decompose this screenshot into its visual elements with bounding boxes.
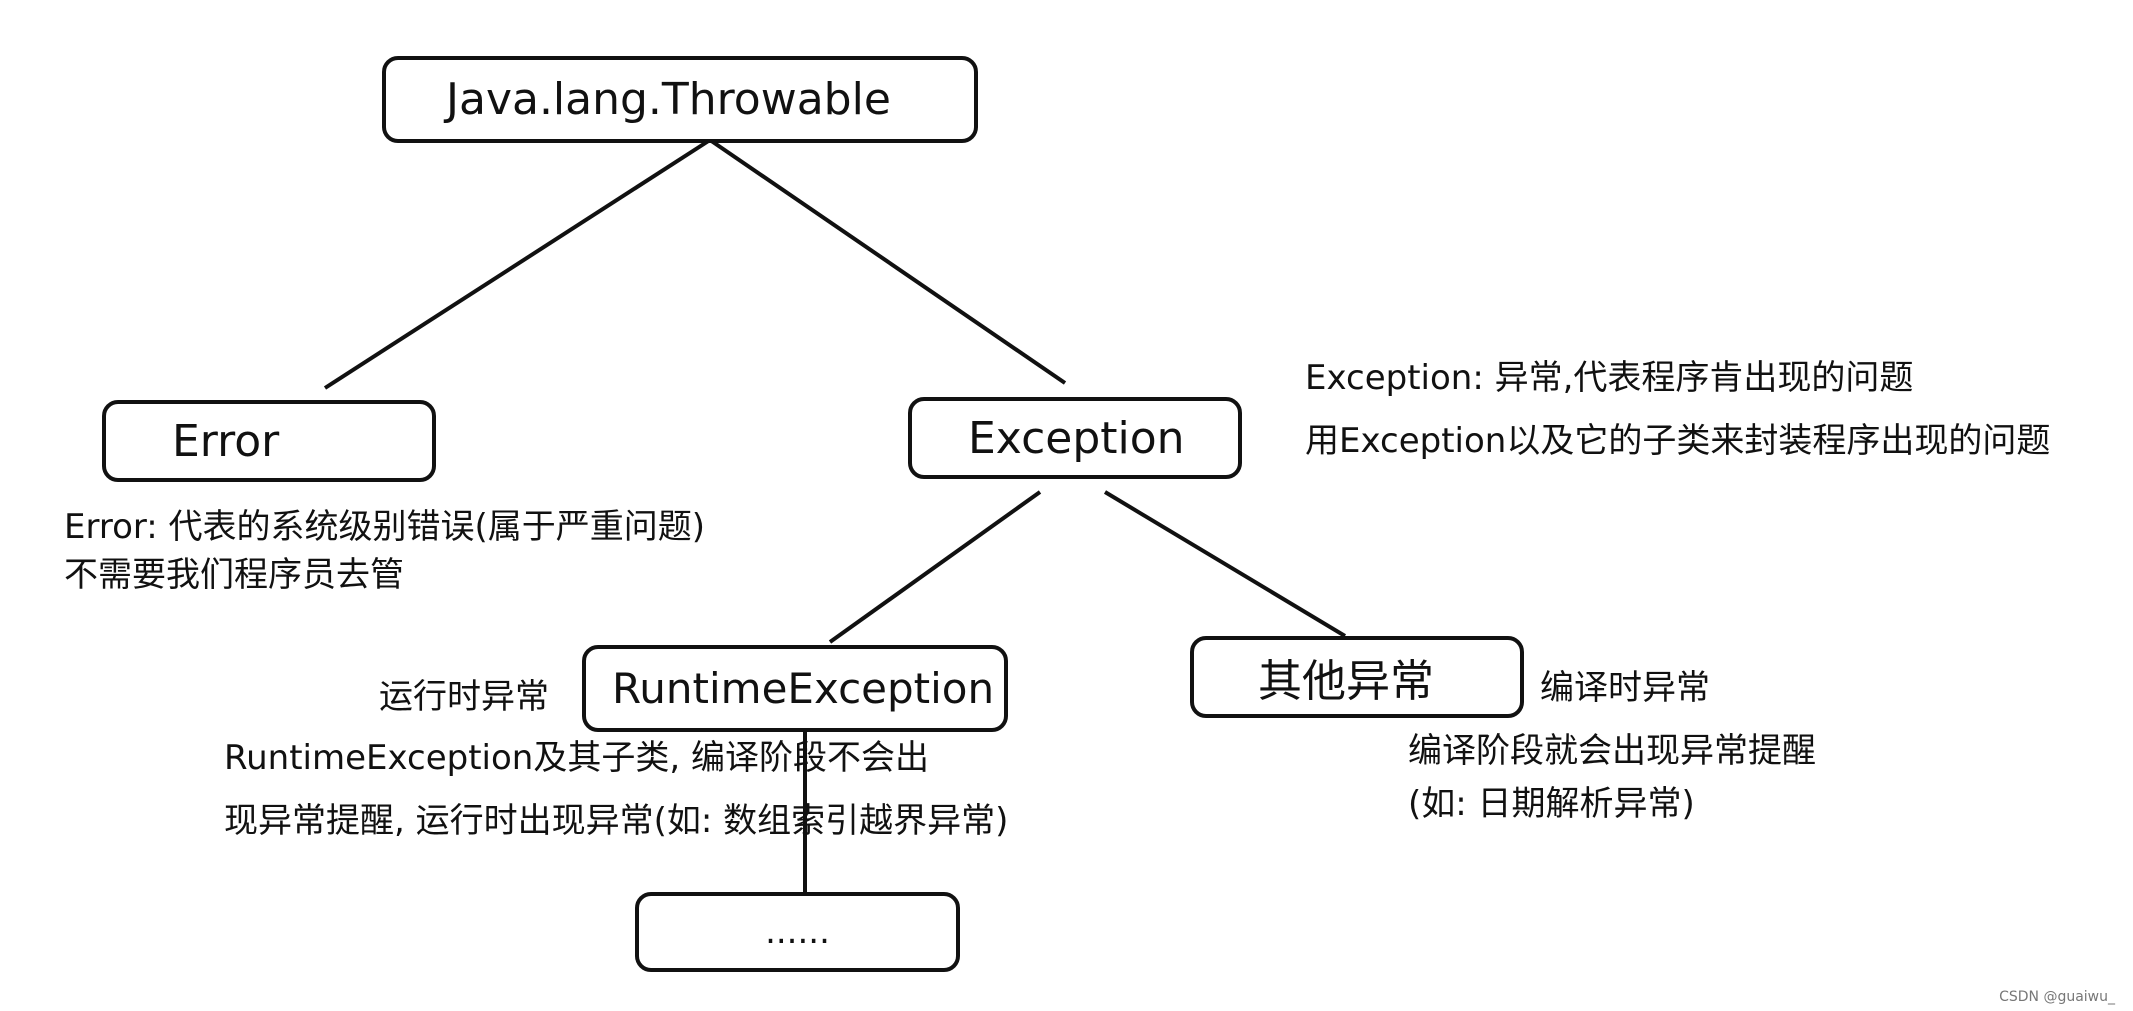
edge-throwable-exception [708,138,1067,385]
compile-note-line2: (如: 日期解析异常) [1408,784,1695,824]
error-label: Error [172,415,280,467]
error-node: Error [102,400,436,482]
compile-label-note: 编译时异常 [1540,668,1710,708]
exception-note-line1: Exception: 异常,代表程序肯出现的问题 [1305,358,1914,398]
runtime-note-line1: RuntimeException及其子类, 编译阶段不会出 [224,738,929,778]
more-label: ...... [765,912,830,952]
exception-note-line2: 用Exception以及它的子类来封装程序出现的问题 [1305,421,2051,461]
throwable-label: Java.lang.Throwable [446,74,891,125]
throwable-node: Java.lang.Throwable [382,56,978,143]
other-exception-node: 其他异常 [1190,636,1524,718]
compile-note-line1: 编译阶段就会出现异常提醒 [1408,731,1816,771]
runtime-exception-node: RuntimeException [582,645,1008,732]
error-note-line2: 不需要我们程序员去管 [64,555,404,595]
edge-exception-runtime [828,490,1042,644]
edge-throwable-error [323,138,712,390]
csdn-watermark: CSDN @guaiwu_ [1999,989,2115,1005]
edge-exception-other [1103,490,1347,638]
more-node: ...... [635,892,960,972]
runtime-exception-label: RuntimeException [612,664,995,713]
exception-label: Exception [968,412,1185,464]
runtime-label-note: 运行时异常 [379,677,549,717]
exception-node: Exception [908,397,1242,479]
runtime-note-line2: 现异常提醒, 运行时出现异常(如: 数组索引越界异常) [224,801,1009,841]
error-note-line1: Error: 代表的系统级别错误(属于严重问题) [64,507,706,547]
other-exception-label: 其他异常 [1258,656,1434,707]
